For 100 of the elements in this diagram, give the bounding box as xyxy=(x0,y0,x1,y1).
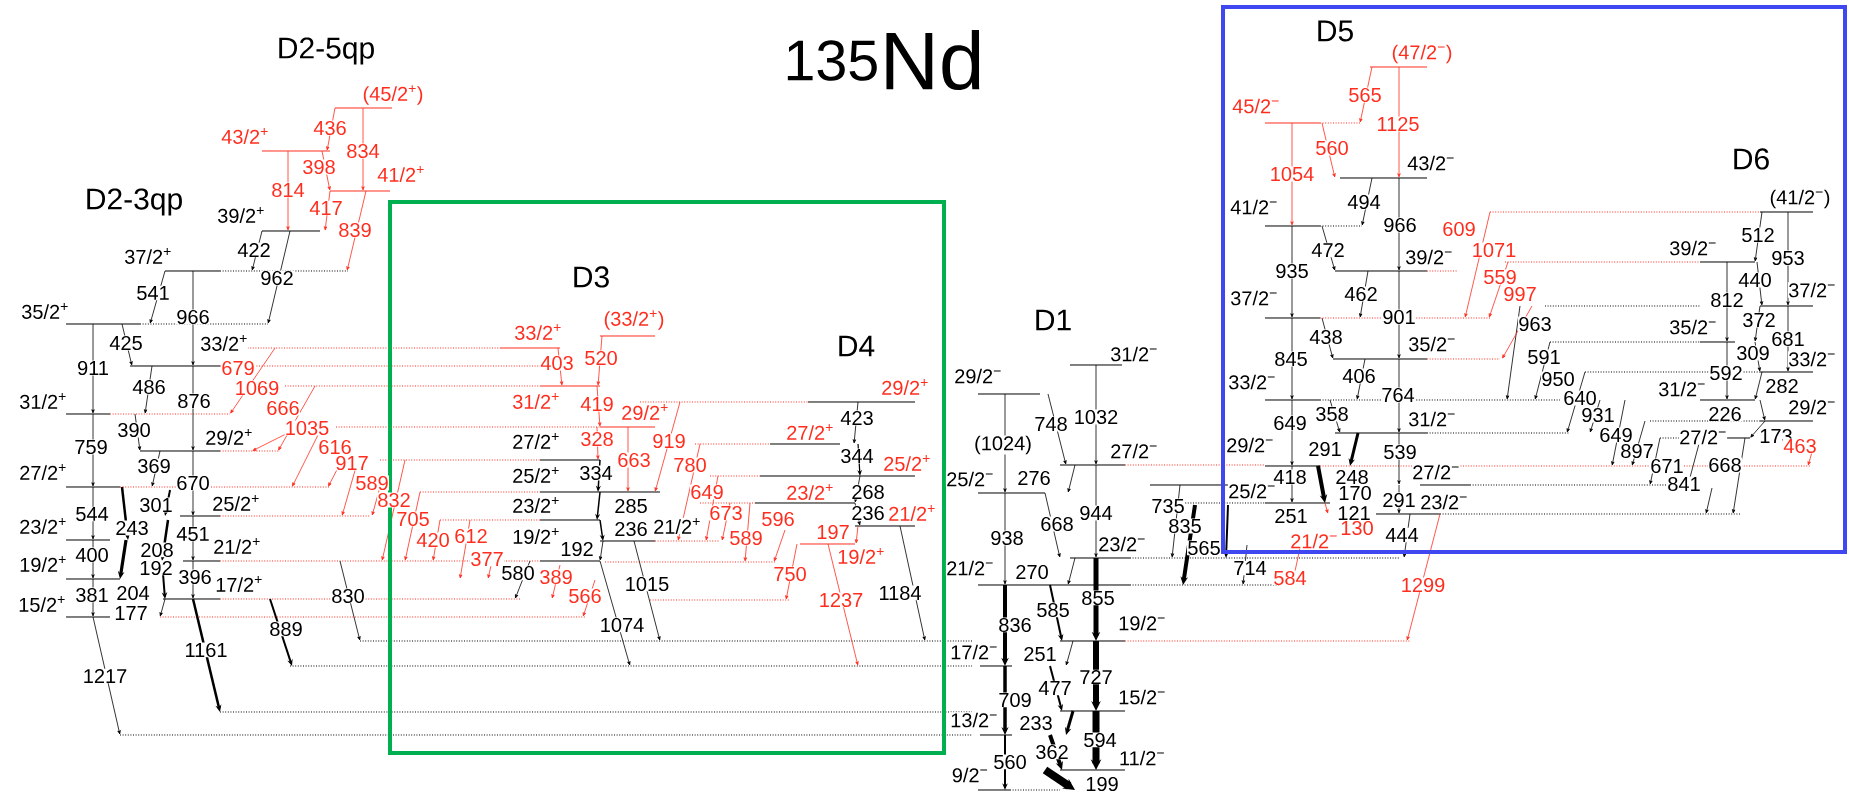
spin-label: 37/2$^{+}$ xyxy=(123,247,173,265)
spin-label: 21/2$^{+}$ xyxy=(887,504,937,522)
energy-label: 559 xyxy=(1483,269,1517,285)
spin-label: 19/2$^{+}$ xyxy=(836,547,886,565)
energy-label: 917 xyxy=(335,455,369,471)
spin-label: 31/2$^{−}$ xyxy=(1109,346,1159,362)
energy-label: 566 xyxy=(568,588,602,604)
energy-label: 423 xyxy=(840,410,874,426)
energy-label: 663 xyxy=(617,452,651,468)
energy-label: 1217 xyxy=(82,668,128,684)
spin-label: 27/2$^{+}$ xyxy=(511,432,561,450)
energy-label: 668 xyxy=(1708,457,1742,473)
energy-label: 889 xyxy=(269,621,303,637)
energy-label: 565 xyxy=(1348,87,1382,103)
energy-label: 291 xyxy=(1382,492,1416,508)
energy-label: 919 xyxy=(652,433,686,449)
energy-label: 584 xyxy=(1273,570,1307,586)
energy-label: 834 xyxy=(346,143,380,159)
spin-label: 11/2$^{−}$ xyxy=(1118,750,1166,766)
energy-label: 1237 xyxy=(818,592,864,608)
energy-label: 276 xyxy=(1017,470,1051,486)
spin-label: 33/2$^{−}$ xyxy=(1787,351,1837,367)
energy-label: 727 xyxy=(1079,669,1113,685)
energy-label: 589 xyxy=(729,530,763,546)
spin-label: 15/2$^{+}$ xyxy=(17,595,67,613)
energy-label: 301 xyxy=(139,497,173,513)
energy-label: 192 xyxy=(139,560,173,576)
energy-label: 199 xyxy=(1085,776,1119,792)
energy-label: 876 xyxy=(177,393,211,409)
energy-label: 544 xyxy=(75,506,109,522)
energy-label: 814 xyxy=(271,182,305,198)
spin-label: 31/2$^{−}$ xyxy=(1657,381,1707,397)
spin-label: 39/2$^{−}$ xyxy=(1404,249,1454,265)
spin-label: 21/2$^{+}$ xyxy=(652,517,702,535)
energy-label: 462 xyxy=(1344,286,1378,302)
energy-label: 668 xyxy=(1040,516,1074,532)
energy-label: 897 xyxy=(1620,443,1654,459)
energy-label: 580 xyxy=(501,565,535,581)
energy-label: 472 xyxy=(1311,242,1345,258)
spin-label: 39/2$^{+}$ xyxy=(216,206,266,224)
energy-label: 130 xyxy=(1340,520,1374,536)
energy-label: 748 xyxy=(1034,416,1068,432)
energy-label: (1024) xyxy=(973,435,1033,455)
energy-label: 396 xyxy=(178,569,212,585)
energy-label: 966 xyxy=(1383,217,1417,233)
energy-label: 1069 xyxy=(234,380,280,396)
energy-label: 400 xyxy=(75,547,109,563)
energy-label: 1035 xyxy=(284,420,330,436)
spin-label: 31/2$^{−}$ xyxy=(1407,411,1457,427)
energy-label: 539 xyxy=(1383,444,1417,460)
energy-label: 197 xyxy=(816,524,850,540)
energy-label: 204 xyxy=(116,585,150,601)
energy-label: 285 xyxy=(614,498,648,514)
spin-label: 37/2$^{−}$ xyxy=(1229,290,1279,306)
spin-label: (33/2$^{+}$) xyxy=(603,309,665,331)
spin-label: 41/2$^{+}$ xyxy=(376,165,426,183)
band-label: D6 xyxy=(1731,148,1771,170)
energy-label: 671 xyxy=(1650,458,1684,474)
energy-label: 705 xyxy=(396,511,430,527)
energy-label: 911 xyxy=(76,360,110,376)
spin-label: 27/2$^{+}$ xyxy=(18,463,68,481)
energy-label: 841 xyxy=(1667,476,1701,492)
band-label: D1 xyxy=(1033,309,1073,331)
energy-label: 780 xyxy=(673,457,707,473)
energy-label: 649 xyxy=(1273,415,1307,431)
energy-label: 121 xyxy=(1337,505,1371,521)
energy-label: 309 xyxy=(1736,345,1770,361)
energy-label: 377 xyxy=(470,551,504,567)
band-frame xyxy=(1221,5,1847,554)
spin-label: 17/2$^{+}$ xyxy=(214,575,264,593)
spin-label: 19/2$^{+}$ xyxy=(18,555,68,573)
spin-label: 21/2$^{+}$ xyxy=(212,537,262,555)
band-label: D2-5qp xyxy=(276,37,376,65)
energy-label: 812 xyxy=(1710,292,1744,308)
spin-label: 37/2$^{−}$ xyxy=(1787,282,1837,298)
energy-label: 422 xyxy=(237,242,271,258)
energy-label: 362 xyxy=(1035,744,1069,760)
energy-label: 950 xyxy=(1541,371,1575,387)
spin-label: 33/2$^{+}$ xyxy=(513,323,563,341)
energy-label: 1054 xyxy=(1269,166,1315,182)
energy-label: 440 xyxy=(1738,272,1772,288)
energy-label: 436 xyxy=(313,120,347,136)
energy-label: 764 xyxy=(1381,387,1415,403)
energy-label: 251 xyxy=(1274,508,1308,524)
spin-label: 29/2$^{−}$ xyxy=(1787,399,1837,415)
spin-label: 27/2$^{+}$ xyxy=(785,423,835,441)
band-label: D2-3qp xyxy=(84,188,184,216)
energy-label: 406 xyxy=(1342,368,1376,384)
energy-label: 609 xyxy=(1442,221,1476,237)
energy-label: 832 xyxy=(377,492,411,508)
band-label: D3 xyxy=(571,266,611,288)
energy-label: 953 xyxy=(1771,250,1805,266)
energy-label: 1299 xyxy=(1400,577,1446,593)
energy-label: 585 xyxy=(1036,602,1070,618)
energy-label: 592 xyxy=(1709,365,1743,381)
spin-label: 21/2$^{−}$ xyxy=(1289,533,1339,549)
spin-label: 23/2$^{+}$ xyxy=(511,496,561,514)
energy-label: 963 xyxy=(1518,316,1552,332)
spin-label: 35/2$^{−}$ xyxy=(1668,319,1718,335)
energy-label: 616 xyxy=(318,439,352,455)
